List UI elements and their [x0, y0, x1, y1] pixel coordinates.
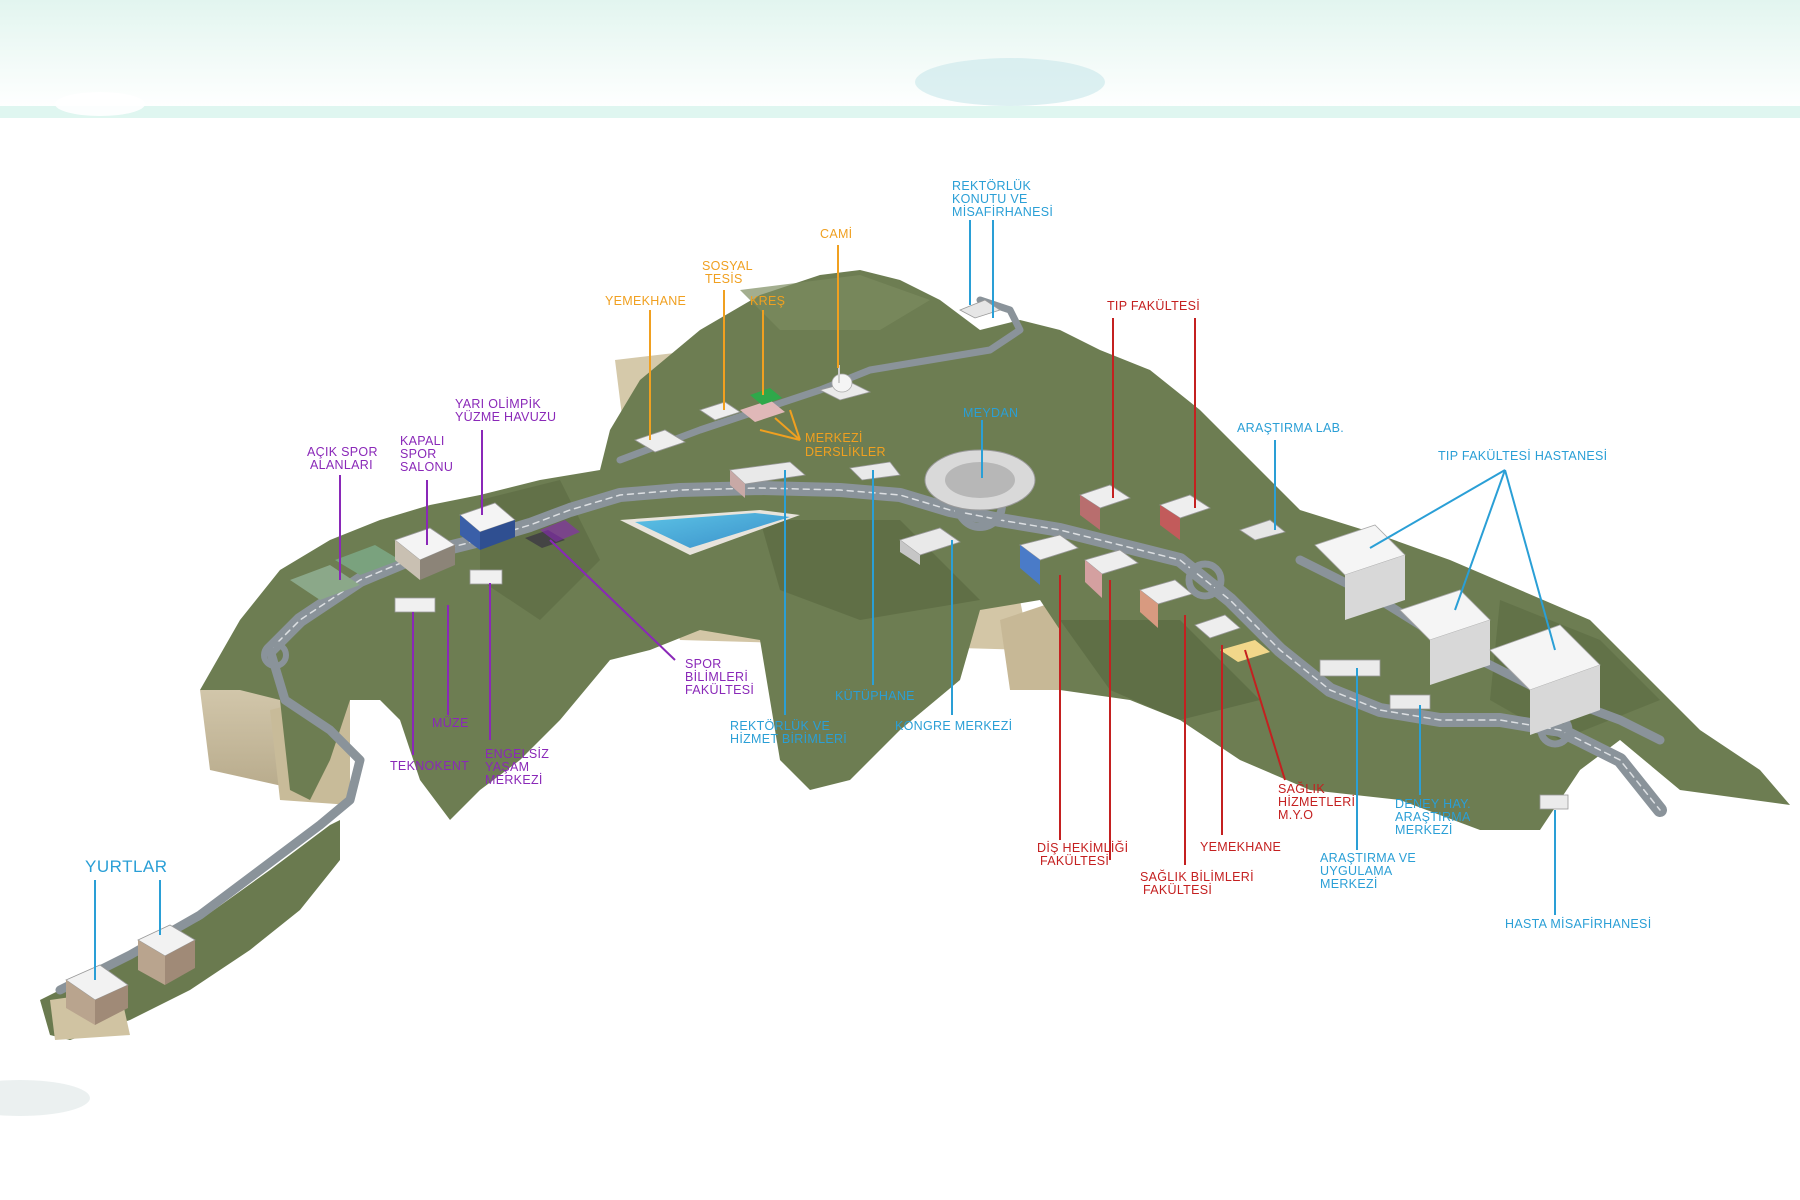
- header-band: [0, 0, 1800, 108]
- upper-buildings: [634, 299, 1001, 453]
- road-upper: [616, 296, 1024, 464]
- header-glow-left: [55, 92, 145, 116]
- label-meydan: MEYDAN: [963, 406, 1018, 420]
- corner-shadow: [0, 1080, 90, 1116]
- label-havuz-1: YARI OLİMPİK: [455, 397, 541, 411]
- leader-saglik-hiz: [1244, 649, 1286, 781]
- label-kutuphane: KÜTÜPHANE: [835, 689, 915, 703]
- label-yurtlar: YURTLAR: [85, 857, 168, 876]
- leader-hastane-1: [1369, 469, 1506, 549]
- label-kapali-1: KAPALI: [400, 434, 445, 448]
- label-rektorluk-hizmet-1: REKTÖRLÜK VE: [730, 719, 830, 733]
- label-yemekhane-bottom: YEMEKHANE: [1200, 840, 1281, 854]
- label-dis-2: FAKÜLTESİ: [1040, 854, 1109, 868]
- label-acik-spor-2: ALANLARI: [310, 458, 373, 472]
- label-deney-1: DENEY HAY.: [1395, 797, 1471, 811]
- header-glow: [915, 58, 1105, 106]
- label-acik-spor-1: AÇIK SPOR: [307, 445, 378, 459]
- terrain-main: [200, 270, 1790, 830]
- label-kongre: KONGRE MERKEZİ: [895, 719, 1012, 733]
- label-muze: MÜZE: [432, 716, 469, 730]
- label-sosyal-1: SOSYAL: [702, 259, 753, 273]
- sports-buildings: [290, 502, 580, 613]
- label-teknokent: TEKNOKENT: [390, 759, 469, 773]
- label-tip-fak: TIP FAKÜLTESİ: [1107, 299, 1200, 313]
- label-deney-2: ARAŞTIRMA: [1395, 810, 1471, 824]
- labels: YURTLAR REKTÖRLÜK KONUTU VE MİSAFİRHANES…: [85, 179, 1651, 931]
- leader-merkezi: [759, 409, 801, 441]
- label-rektorluk-konut-3: MİSAFİRHANESİ: [952, 205, 1053, 219]
- label-merkezi-2: DERSLİKLER: [805, 445, 886, 459]
- roundabout-left: [261, 641, 289, 669]
- leader-hastane-3: [1504, 469, 1556, 651]
- label-rektorluk-konut-1: REKTÖRLÜK: [952, 179, 1031, 193]
- label-spor-fak-3: FAKÜLTESİ: [685, 683, 754, 697]
- roundabout-right: [1185, 560, 1225, 600]
- central-buildings: [620, 449, 1036, 565]
- label-dis-1: DİŞ HEKİMLİĞİ: [1037, 840, 1128, 855]
- label-saglik-hiz-3: M.Y.O: [1278, 808, 1313, 822]
- label-saglik-bil-2: FAKÜLTESİ: [1143, 883, 1212, 897]
- label-arastirma-uyg-1: ARAŞTIRMA VE: [1320, 851, 1416, 865]
- label-engelsiz-1: ENGELSİZ: [485, 747, 549, 761]
- leaders: [94, 220, 1556, 980]
- terrain: [40, 270, 1790, 1040]
- cliff-mid2: [1000, 600, 1060, 690]
- label-tip-hastane: TIP FAKÜLTESİ HASTANESİ: [1438, 449, 1607, 463]
- label-yemekhane-top: YEMEKHANE: [605, 294, 686, 308]
- label-saglik-hiz-2: HİZMETLERİ: [1278, 795, 1355, 809]
- label-merkezi-1: MERKEZİ: [805, 431, 863, 445]
- label-arastirma-uyg-2: UYGULAMA: [1320, 864, 1393, 878]
- label-havuz-2: YÜZME HAVUZU: [455, 410, 556, 424]
- label-arastirma-uyg-3: MERKEZİ: [1320, 877, 1378, 891]
- label-rektorluk-hizmet-2: HİZMET BİRİMLERİ: [730, 732, 847, 746]
- label-deney-3: MERKEZİ: [1395, 823, 1453, 837]
- leader-hastane-2: [1454, 469, 1506, 611]
- label-kres: KREŞ: [750, 294, 785, 308]
- label-rektorluk-konut-2: KONUTU VE: [952, 192, 1028, 206]
- label-spor-fak-1: SPOR: [685, 657, 722, 671]
- yurtlar-buildings: [65, 924, 196, 1025]
- header-divider: [0, 106, 1800, 118]
- label-hasta-misafir: HASTA MİSAFİRHANESİ: [1505, 917, 1651, 931]
- label-sosyal-2: TESİS: [705, 272, 743, 286]
- label-kapali-3: SALONU: [400, 460, 453, 474]
- label-cami: CAMİ: [820, 227, 852, 241]
- label-kapali-2: SPOR: [400, 447, 437, 461]
- leader-spor-fak: [549, 539, 676, 661]
- terrain-shade-4: [740, 275, 930, 330]
- label-saglik-hiz-1: SAĞLIK: [1278, 781, 1325, 796]
- label-spor-fak-2: BİLİMLERİ: [685, 670, 748, 684]
- label-arastirma-lab: ARAŞTIRMA LAB.: [1237, 421, 1344, 435]
- label-engelsiz-2: YAŞAM: [485, 760, 529, 774]
- label-engelsiz-3: MERKEZİ: [485, 773, 543, 787]
- main-road-marking: [269, 487, 1661, 811]
- label-saglik-bil-1: SAĞLIK BİLİMLERİ: [1140, 869, 1254, 884]
